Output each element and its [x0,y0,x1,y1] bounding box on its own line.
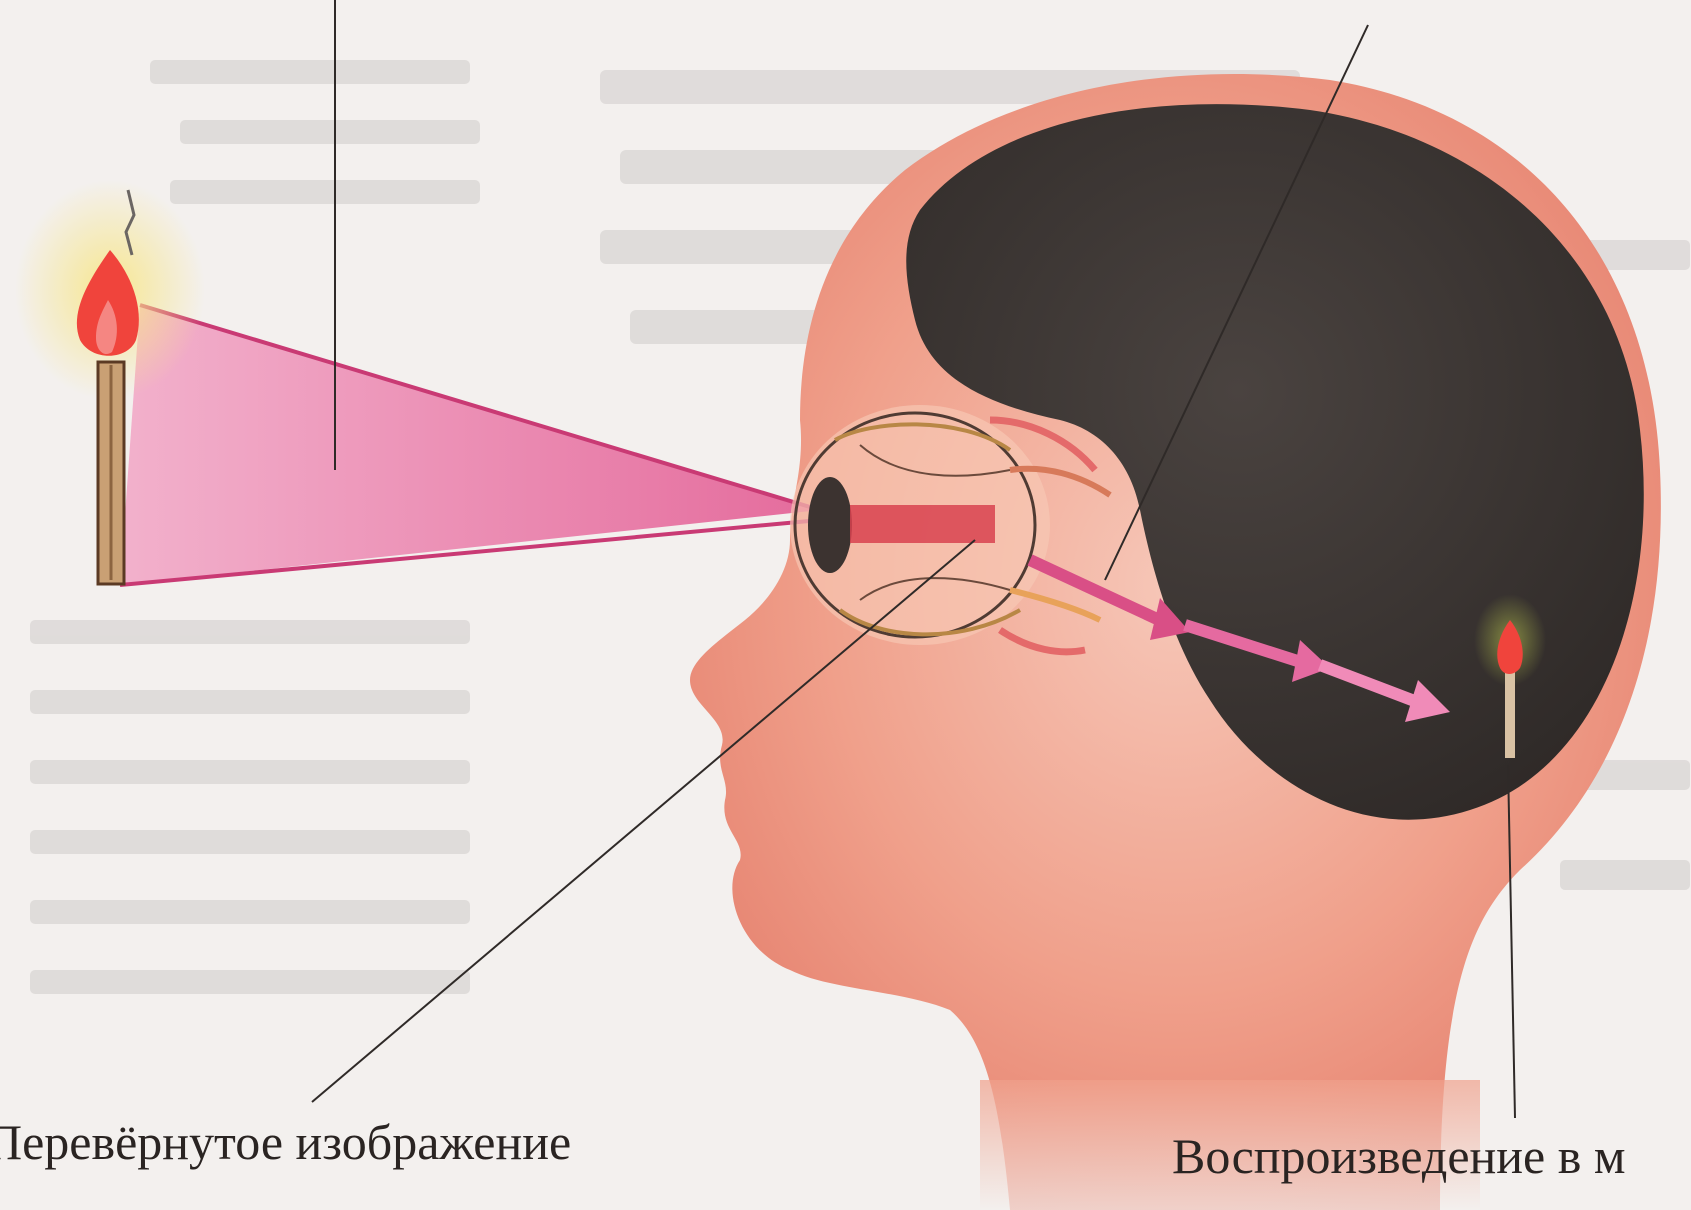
light-cone [120,305,820,585]
brain-reproduction-label: Воспроизведение в м [1172,1131,1626,1181]
inverted-image-label: Перевёрнутое изображение [0,1117,571,1167]
